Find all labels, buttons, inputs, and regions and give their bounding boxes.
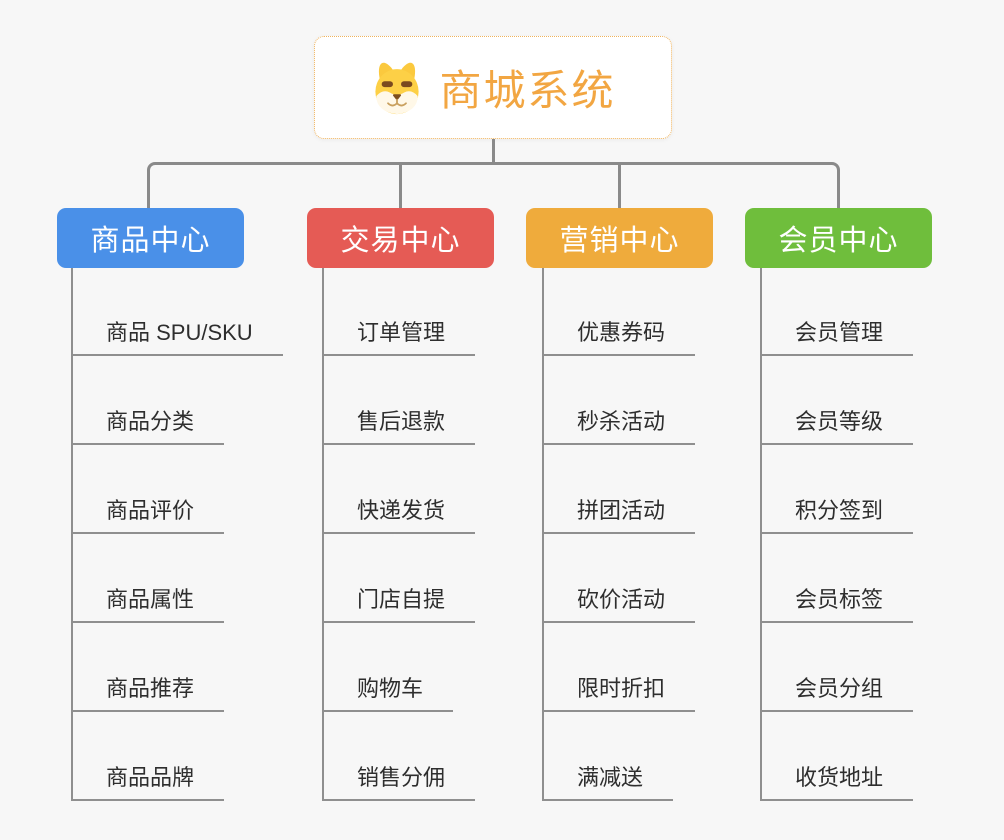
leaf-topic[interactable]: 商品 SPU/SKU [71, 320, 283, 356]
connector-trunk [322, 268, 324, 801]
leaf-topic[interactable]: 会员标签 [760, 587, 914, 623]
leaf-topic[interactable]: 商品分类 [71, 409, 225, 445]
branch-label: 营销中心 [559, 225, 680, 257]
leaf-topic[interactable]: 优惠券码 [542, 320, 696, 356]
branch-product-center[interactable]: 商品中心 [57, 208, 244, 268]
branch-marketing-children: 优惠券码 秒杀活动 拼团活动 砍价活动 限时折扣 满减送 [542, 268, 782, 808]
branch-label: 会员中心 [778, 225, 899, 257]
leaf-topic[interactable]: 商品评价 [71, 498, 225, 534]
connector-trunk [760, 268, 762, 801]
leaf-topic[interactable]: 拼团活动 [542, 498, 696, 534]
branch-trade-center[interactable]: 交易中心 [307, 208, 494, 268]
connector-trunk [71, 268, 73, 801]
connector-drop-trade [399, 165, 402, 209]
branch-trade-children: 订单管理 售后退款 快递发货 门店自提 购物车 销售分佣 [322, 268, 562, 808]
leaf-topic[interactable]: 砍价活动 [542, 587, 696, 623]
connector-bus [147, 162, 840, 209]
connector-trunk [542, 268, 544, 801]
leaf-topic[interactable]: 商品推荐 [71, 676, 225, 712]
branch-member-children: 会员管理 会员等级 积分签到 会员标签 会员分组 收货地址 [760, 268, 1000, 808]
leaf-topic[interactable]: 销售分佣 [322, 765, 476, 801]
leaf-topic[interactable]: 秒杀活动 [542, 409, 696, 445]
root-node[interactable]: 商城系统 [314, 36, 672, 139]
leaf-topic[interactable]: 订单管理 [322, 320, 476, 356]
branch-label: 商品中心 [90, 225, 211, 257]
leaf-topic[interactable]: 售后退款 [322, 409, 476, 445]
leaf-topic[interactable]: 限时折扣 [542, 676, 696, 712]
branch-marketing-center[interactable]: 营销中心 [526, 208, 713, 268]
root-title: 商城系统 [439, 67, 616, 114]
leaf-topic[interactable]: 商品属性 [71, 587, 225, 623]
connector-drop-marketing [618, 165, 621, 209]
leaf-topic[interactable]: 购物车 [322, 676, 454, 712]
leaf-topic[interactable]: 门店自提 [322, 587, 476, 623]
leaf-topic[interactable]: 会员等级 [760, 409, 914, 445]
leaf-topic[interactable]: 会员管理 [760, 320, 914, 356]
leaf-topic[interactable]: 满减送 [542, 765, 674, 801]
branch-label: 交易中心 [340, 225, 461, 257]
branch-product-children: 商品 SPU/SKU 商品分类 商品评价 商品属性 商品推荐 商品品牌 [71, 268, 311, 808]
leaf-topic[interactable]: 积分签到 [760, 498, 914, 534]
leaf-topic[interactable]: 收货地址 [760, 765, 914, 801]
leaf-topic[interactable]: 商品品牌 [71, 765, 225, 801]
leaf-topic[interactable]: 会员分组 [760, 676, 914, 712]
leaf-topic[interactable]: 快递发货 [322, 498, 476, 534]
branch-member-center[interactable]: 会员中心 [745, 208, 932, 268]
dog-face-icon [370, 58, 424, 118]
connector-root-drop [492, 139, 495, 165]
